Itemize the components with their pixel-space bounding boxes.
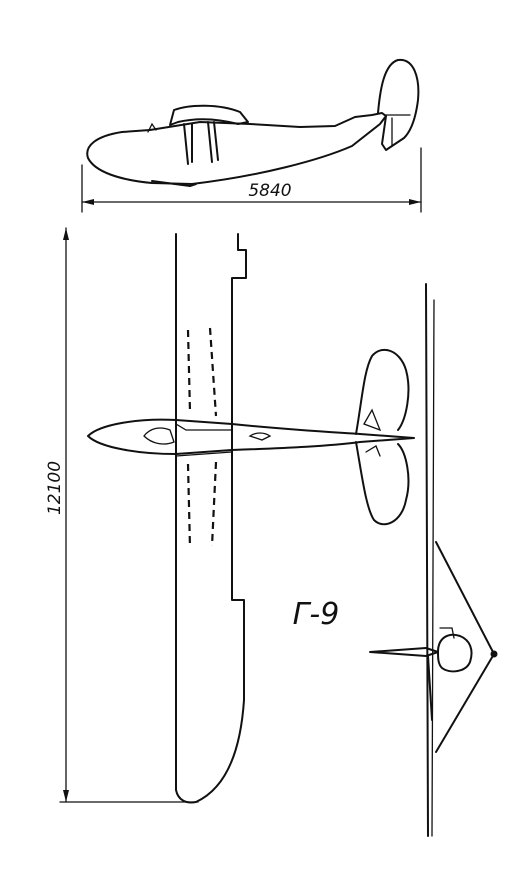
plan-elevator-hinge [363, 408, 382, 432]
upper-dashed-spar-1 [186, 329, 192, 413]
side-canopy [169, 104, 249, 126]
side-skid [151, 180, 197, 187]
front-wing-edge-right [431, 299, 435, 837]
span-arrow-top [63, 228, 69, 240]
upper-dashed-spar-2 [208, 327, 218, 417]
front-strut-upper [435, 541, 495, 655]
front-canopy [439, 627, 455, 639]
side-view: 5840 [81, 58, 422, 213]
plan-view: 12100 Г-9 [45, 227, 415, 804]
plan-tailplane-upper [355, 348, 410, 435]
length-dimension-label: 5840 [248, 181, 291, 201]
front-tailplane [369, 647, 439, 657]
side-strut-front [183, 123, 189, 165]
plan-cockpit [143, 427, 175, 445]
length-arrow-right [409, 199, 421, 205]
plan-wing-outline [175, 233, 247, 804]
plan-elevator-hinge-2 [365, 445, 381, 457]
front-wing-edge-left [425, 283, 429, 837]
plan-wing-root-lower [175, 451, 233, 457]
side-windscreen [147, 122, 157, 133]
model-designation-label: Г-9 [293, 597, 340, 632]
span-arrow-bottom [63, 790, 69, 802]
side-fuselage-outline [86, 112, 387, 185]
lower-dashed-spar-1 [186, 463, 192, 549]
side-strut-rear-2 [213, 121, 219, 161]
plan-wing-root-upper [175, 423, 233, 431]
front-skid [427, 655, 433, 721]
side-strut-rear [207, 121, 213, 163]
plan-fuselage-outline [87, 418, 415, 455]
front-strut-joint [490, 650, 498, 658]
span-dimension-label: 12100 [45, 461, 65, 515]
lower-dashed-spar-2 [210, 461, 218, 547]
length-arrow-left [82, 199, 94, 205]
front-view [369, 283, 498, 837]
side-fin-rudder [377, 58, 420, 151]
plan-strut-mount [248, 432, 272, 441]
front-fuselage-section [437, 633, 473, 673]
plan-tailplane-lower [355, 441, 410, 526]
front-strut-lower [435, 653, 495, 753]
